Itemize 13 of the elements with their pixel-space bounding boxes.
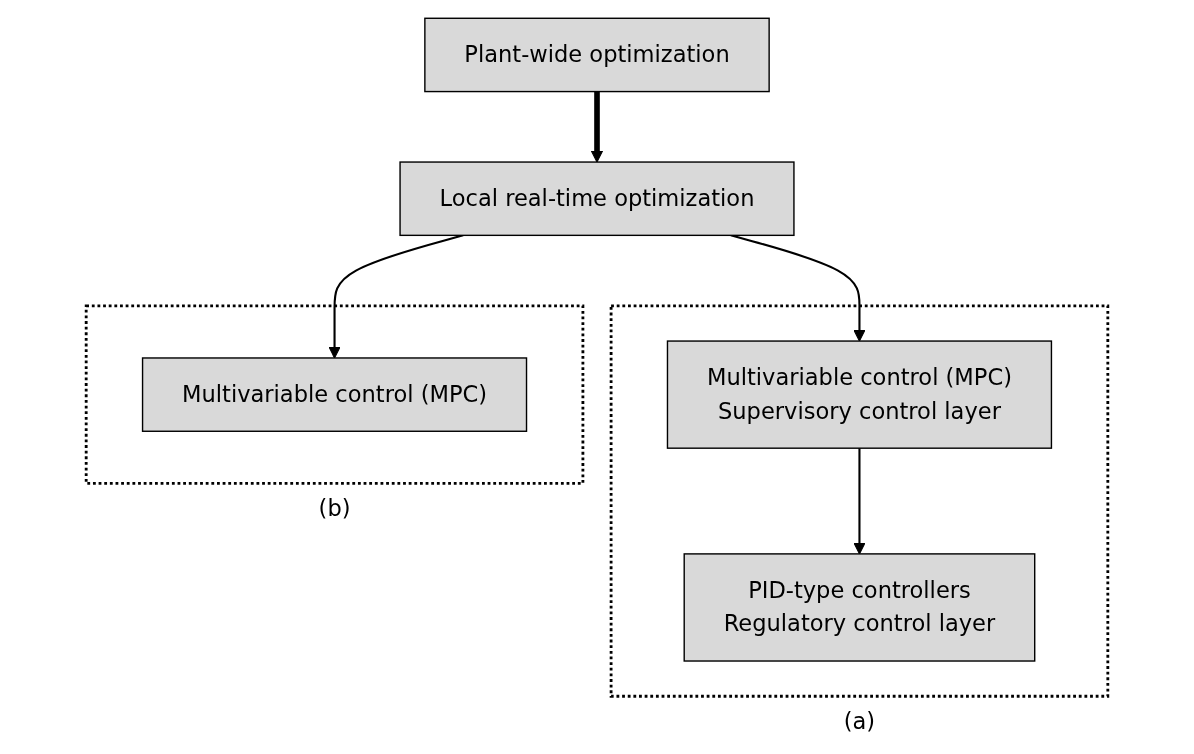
arrow	[590, 91, 604, 163]
cluster	[84, 304, 585, 485]
node-box: Multivariable control (MPC) Supervisory control layer	[666, 340, 1053, 449]
arrow	[853, 448, 866, 555]
node-box: Local real-time optimization	[399, 161, 795, 237]
arrow	[328, 234, 464, 359]
node-box: Plant-wide optimization	[424, 17, 770, 93]
arrow	[730, 234, 866, 342]
node-label: (b)	[318, 494, 351, 522]
node-box: Multivariable control (MPC)	[141, 357, 528, 432]
node-box: PID-type controllers Regulatory control layer	[683, 553, 1036, 662]
cluster	[609, 304, 1110, 698]
node-label: (a)	[843, 707, 876, 735]
